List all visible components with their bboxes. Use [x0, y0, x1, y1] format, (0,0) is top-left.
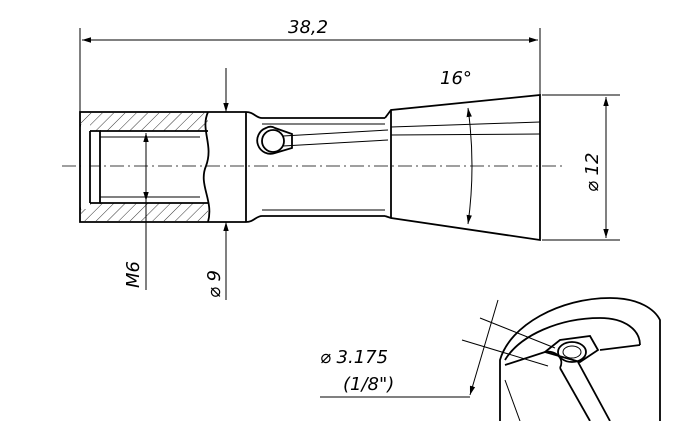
outer-diameter-label: ⌀ 12 [582, 153, 603, 192]
shank-body [208, 111, 389, 223]
bore-diameter-label: ⌀ 3.175 [320, 347, 388, 368]
overall-length-label: 38,2 [288, 17, 328, 38]
bore-diameter-dimension: ⌀ 3.175 (1/8") [320, 299, 556, 398]
shank-diameter-label: ⌀ 9 [204, 270, 225, 298]
taper-angle-dimension: 16° [440, 68, 473, 225]
thread-label: M6 [123, 261, 144, 288]
thread-dimension: M6 [123, 133, 149, 290]
threaded-end-section [79, 111, 211, 223]
collet-detail-view [499, 297, 661, 421]
overall-length-dimension: 38,2 [79, 17, 541, 112]
taper-angle-label: 16° [440, 68, 472, 89]
shank-diameter-dimension: ⌀ 9 [204, 68, 229, 300]
outer-diameter-dimension: ⌀ 12 [542, 94, 620, 241]
bore-diameter-inch-label: (1/8") [343, 374, 394, 395]
taper-cone [384, 94, 541, 242]
